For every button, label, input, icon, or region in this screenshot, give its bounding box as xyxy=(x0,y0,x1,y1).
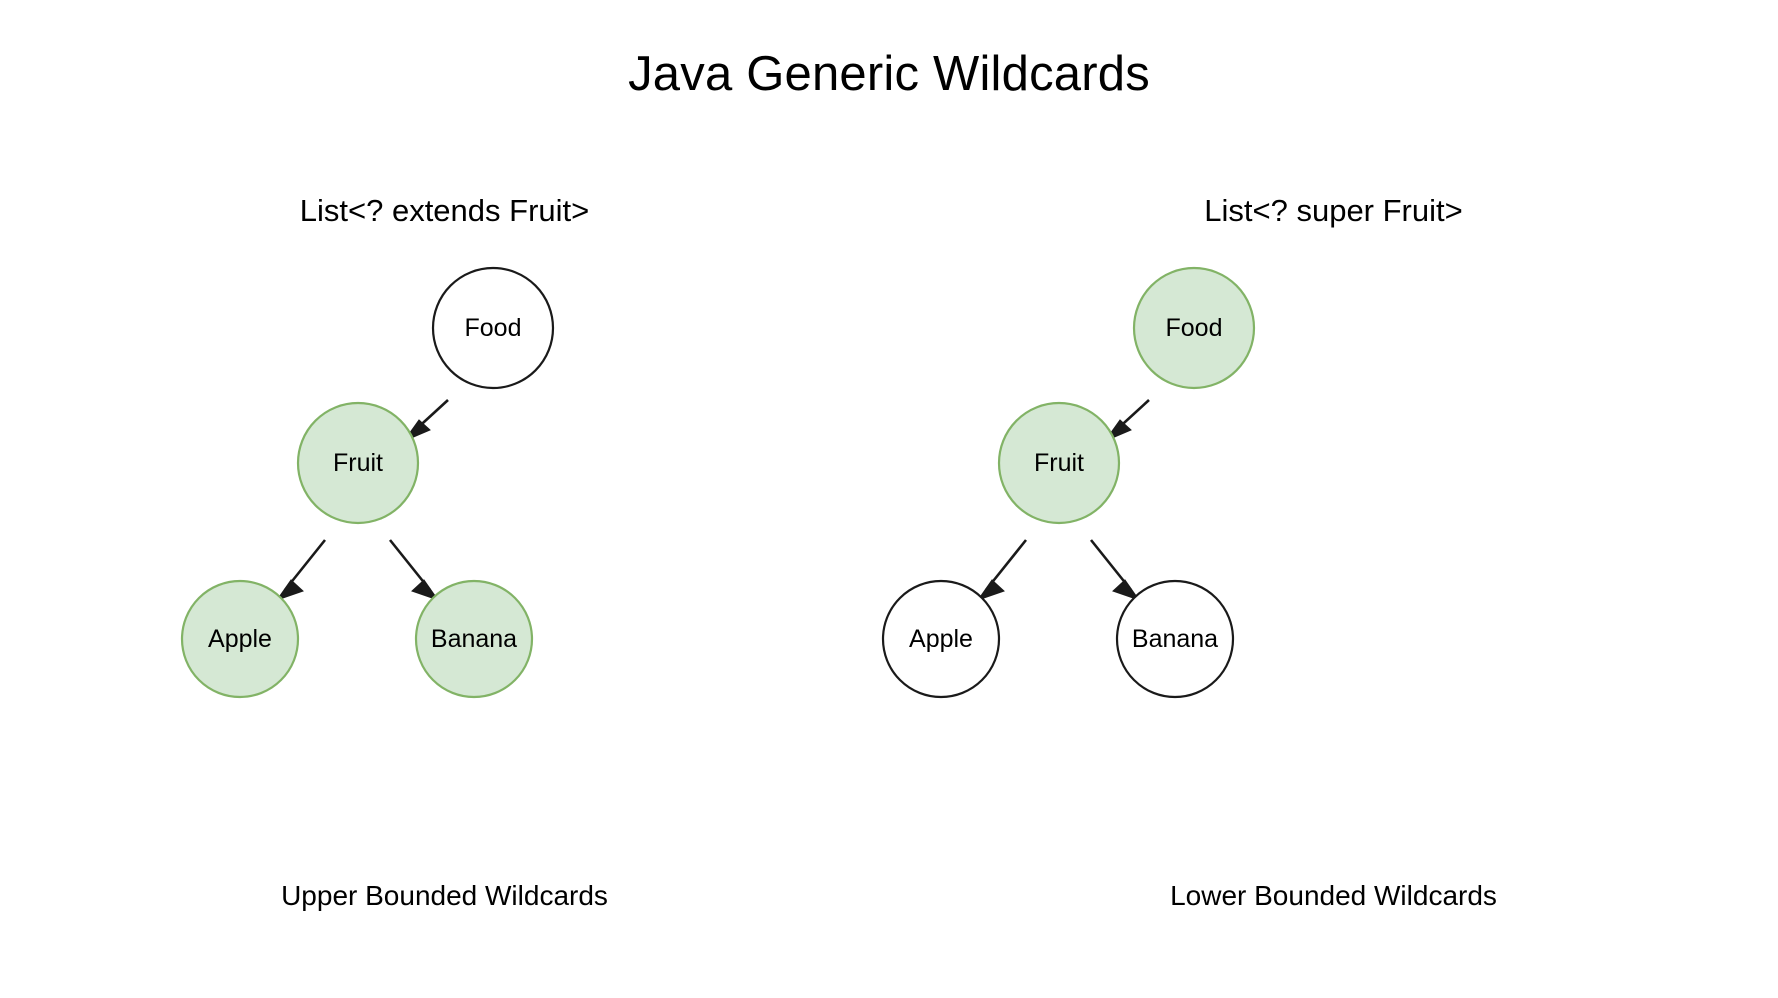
panel-caption: Upper Bounded Wildcards xyxy=(281,880,608,911)
tree-edges xyxy=(976,399,1150,601)
panel-heading: List<? super Fruit> xyxy=(1204,193,1463,228)
node-fruit[interactable]: Fruit xyxy=(296,401,420,525)
node-label: Apple xyxy=(208,625,272,653)
node-label: Fruit xyxy=(1034,449,1084,477)
node-apple[interactable]: Apple xyxy=(881,579,1001,699)
node-banana[interactable]: Banana xyxy=(1115,579,1235,699)
node-fruit[interactable]: Fruit xyxy=(997,401,1121,525)
panel-caption: Lower Bounded Wildcards xyxy=(1170,880,1497,911)
node-label: Fruit xyxy=(333,449,383,477)
edge-fruit-to-apple xyxy=(976,539,1028,601)
edge-fruit-to-banana xyxy=(388,539,440,601)
node-label: Banana xyxy=(1132,625,1218,653)
edge-fruit-to-banana xyxy=(1089,539,1141,601)
diagram-panel-upper-bounded: List<? extends Fruit> Food Fruit xyxy=(180,193,608,911)
edge-fruit-to-apple xyxy=(275,539,327,601)
diagram-panel-lower-bounded: List<? super Fruit> Food Fruit xyxy=(881,0,1778,998)
node-banana[interactable]: Banana xyxy=(414,579,534,699)
tree-edges xyxy=(275,399,449,601)
inheritance-tree-lower-bounded: Food Fruit Apple Banana xyxy=(881,266,1256,699)
node-apple[interactable]: Apple xyxy=(180,579,300,699)
node-label: Apple xyxy=(909,625,973,653)
inheritance-tree-upper-bounded: Food Fruit Apple Banana xyxy=(180,266,555,699)
node-label: Banana xyxy=(431,625,517,653)
node-food[interactable]: Food xyxy=(431,266,555,390)
node-label: Food xyxy=(1166,314,1223,342)
panel-heading: List<? extends Fruit> xyxy=(299,193,590,228)
page-title: Java Generic Wildcards xyxy=(628,47,1150,101)
node-label: Food xyxy=(465,314,522,342)
node-food[interactable]: Food xyxy=(1132,266,1256,390)
